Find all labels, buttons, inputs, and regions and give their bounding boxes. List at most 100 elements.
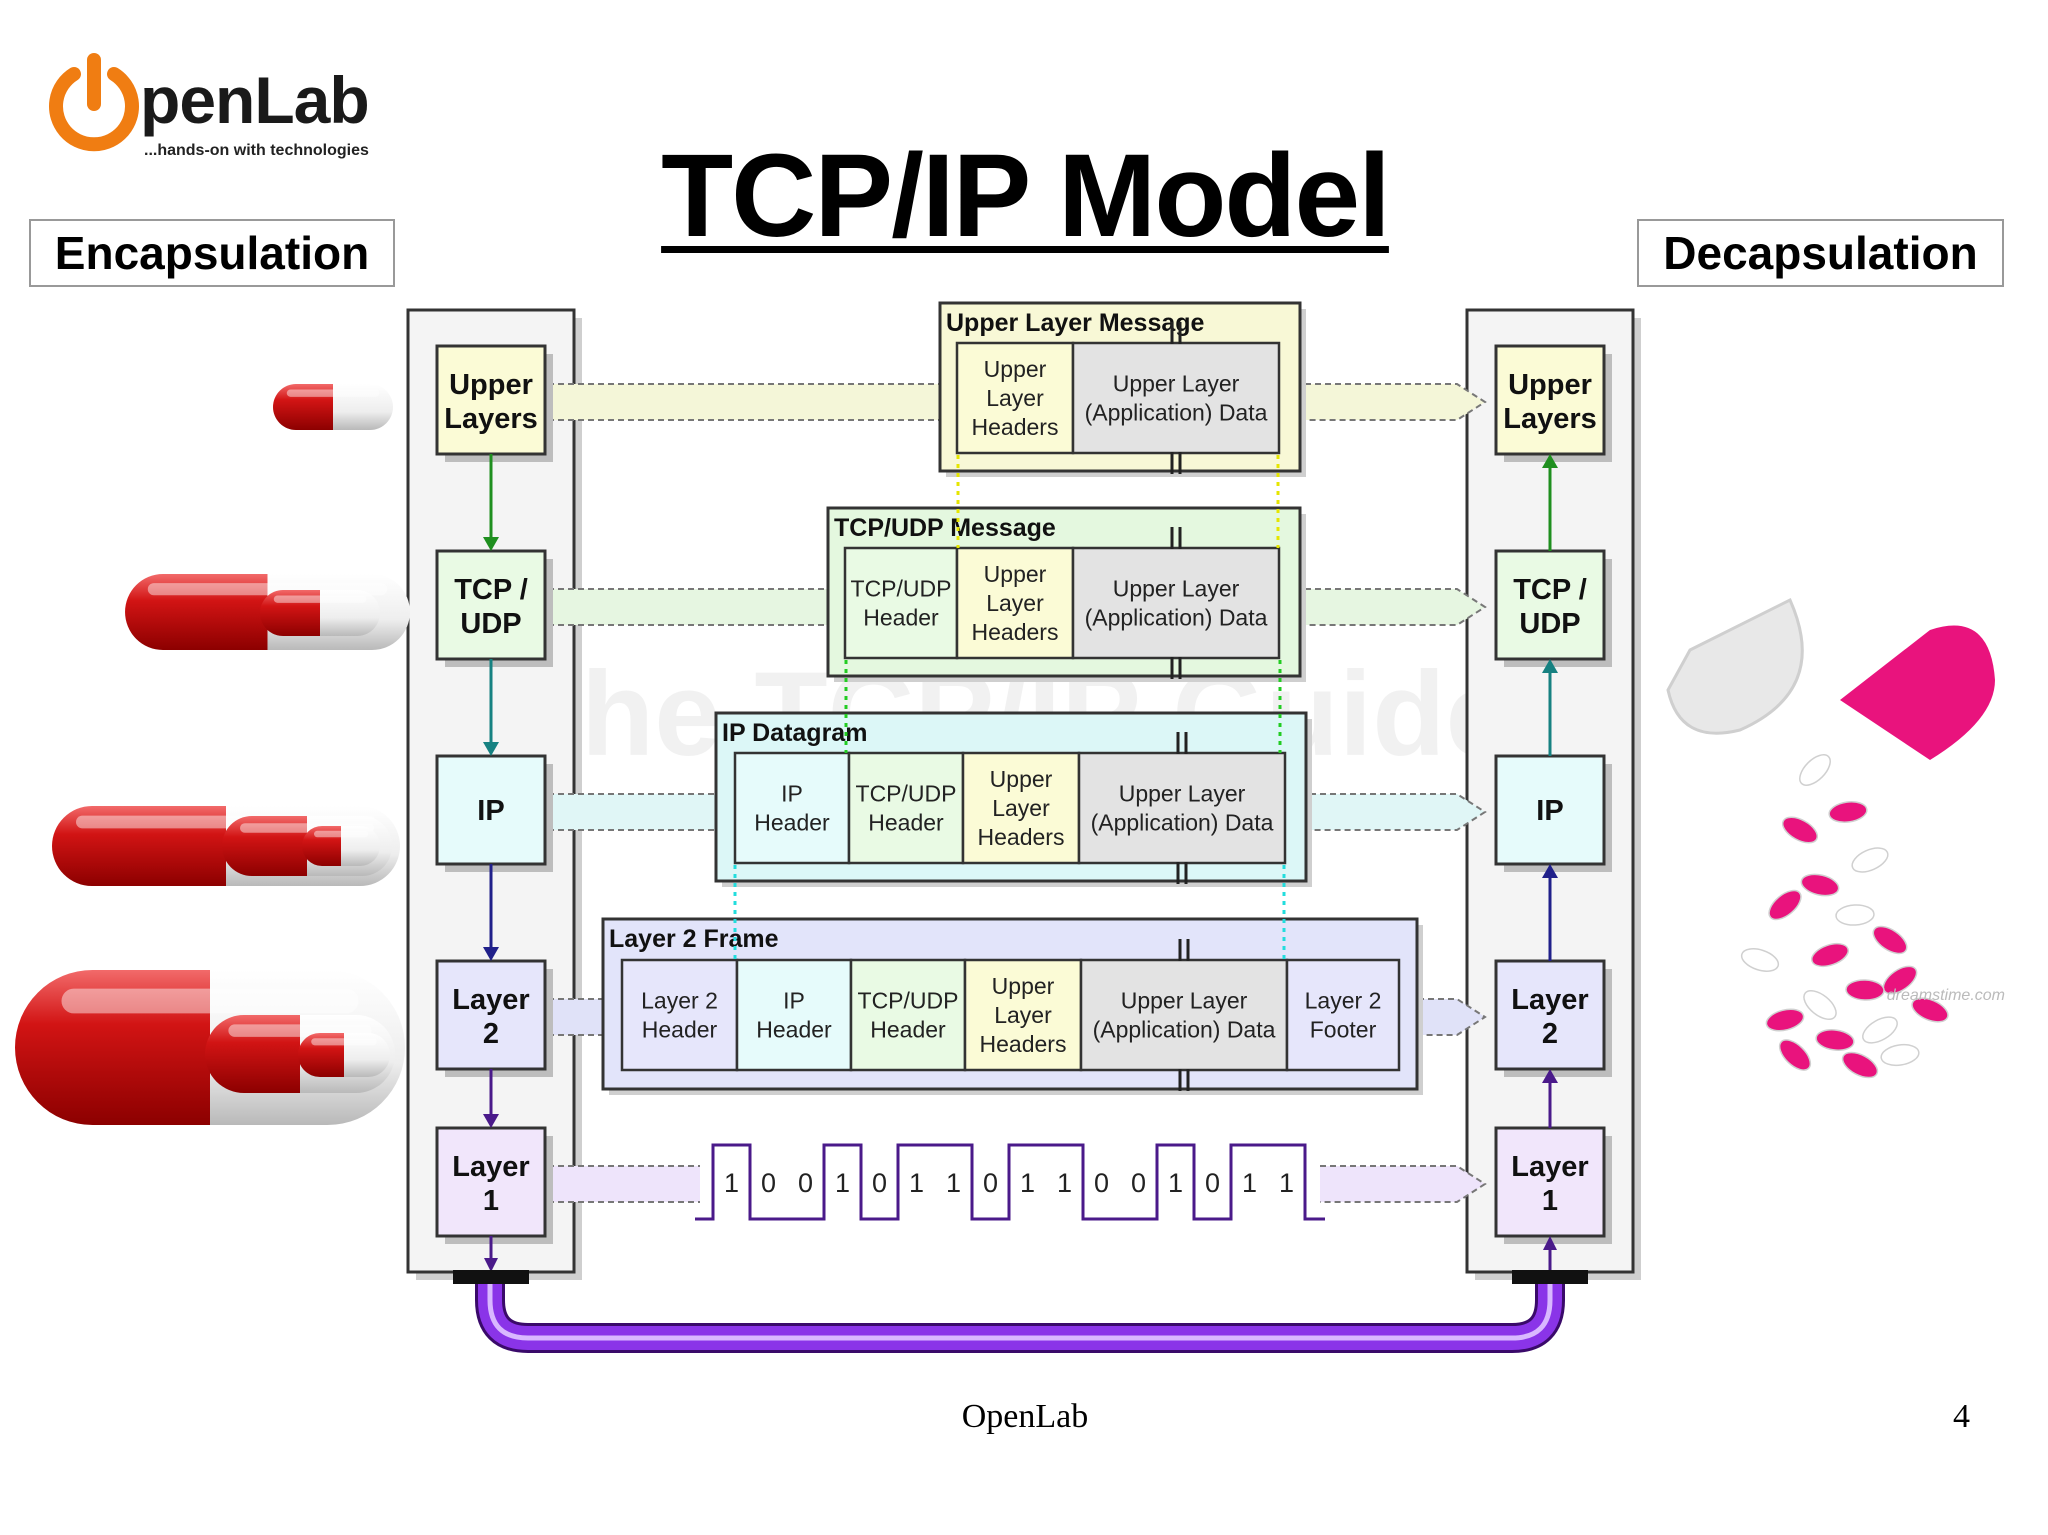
msg-l2-field-1 — [735, 958, 853, 1072]
band-right-3 — [1418, 999, 1485, 1035]
msg-l2-field-2-line-1: Header — [870, 1017, 946, 1043]
msg-ip-field-2-line-0: Upper — [990, 766, 1053, 792]
msg-tcp-field-2-line-0: Upper Layer — [1113, 576, 1240, 602]
right-layer-l2-label: Layer — [1511, 984, 1588, 1016]
msg-tcp-field-0-line-1: Header — [863, 605, 939, 631]
bit-5: 1 — [909, 1168, 924, 1198]
pill-l2-core-red-half — [298, 1033, 344, 1077]
logo-word: penLab — [140, 63, 370, 137]
cable-connector-right — [1512, 1270, 1588, 1284]
bit-0: 1 — [724, 1168, 739, 1198]
right-layer-l1-box — [1494, 1126, 1606, 1238]
bit-11: 0 — [1131, 1168, 1146, 1198]
cable — [478, 1276, 1562, 1350]
msg-l2-field-1-line-1: Header — [756, 1017, 832, 1043]
msg-l2-field-2-line-0: TCP/UDP — [858, 988, 959, 1014]
pill-tcp-inner-white-half — [320, 590, 380, 636]
msg-ip-field-1 — [847, 751, 965, 865]
left-layer-l2-box — [435, 959, 547, 1071]
left-layer-l2-label: Layer — [452, 984, 529, 1016]
capsule-magenta-shell — [1840, 625, 1995, 760]
band-right-4 — [1320, 1166, 1485, 1202]
granule-14 — [1911, 997, 1949, 1023]
encapsulation-label: Encapsulation — [29, 219, 395, 287]
right-layer-l2-box — [1494, 959, 1606, 1071]
granule-2 — [1781, 816, 1819, 844]
left-down-arrowhead-1 — [483, 742, 499, 756]
right-up-arrowhead-0 — [1542, 454, 1558, 468]
bit-7: 0 — [983, 1168, 998, 1198]
bit-8: 1 — [1020, 1168, 1035, 1198]
granule-9 — [1740, 948, 1780, 972]
band-right-arrow-0 — [1305, 383, 1487, 421]
right-up-arrowhead-3 — [1542, 1069, 1558, 1083]
power-icon — [49, 53, 139, 152]
logo-tagline: ...hands-on with technologies — [144, 142, 369, 159]
msg-l2-field-0 — [620, 958, 739, 1072]
msg-ip-field-1-line-1: Header — [868, 810, 944, 836]
left-down-arrowhead-3 — [483, 1114, 499, 1128]
bit-14: 1 — [1242, 1168, 1257, 1198]
bit-2: 0 — [798, 1168, 813, 1198]
left-layer-tcp-label2: UDP — [460, 608, 521, 640]
pill-upper-gloss — [286, 389, 380, 397]
msg-l2-field-4-line-1: (Application) Data — [1093, 1017, 1276, 1043]
page-number: 4 — [1953, 1398, 1970, 1435]
msg-tcp-field-0 — [843, 546, 959, 660]
msg-upper-field-1-line-0: Upper Layer — [1113, 371, 1240, 397]
msg-upper-field-0-line-2: Headers — [972, 414, 1059, 440]
msg-tcp-field-1-line-0: Upper — [984, 561, 1047, 587]
right-layer-l1-label: Layer — [1511, 1151, 1588, 1183]
msg-l2-field-3 — [963, 958, 1083, 1072]
right-layer-l1-label2: 1 — [1542, 1185, 1558, 1217]
granule-11 — [1845, 979, 1885, 1001]
msg-tcp-field-0-line-0: TCP/UDP — [851, 576, 952, 602]
granule-12 — [1803, 989, 1837, 1021]
pill-upper-red-half — [273, 384, 333, 430]
left-layer-ip-label: IP — [477, 795, 504, 827]
right-layer-upper-box — [1494, 344, 1606, 456]
bit-4: 0 — [872, 1168, 887, 1198]
msg-upper-field-0 — [955, 341, 1075, 455]
capsule-white-shell — [1666, 597, 1804, 735]
band-right-arrow-2 — [1310, 793, 1487, 831]
left-down-arrowhead-2 — [483, 947, 499, 961]
pill-l2-core-white-half — [344, 1033, 390, 1077]
band-right-arrow-4 — [1320, 1165, 1487, 1203]
msg-ip-field-0 — [733, 751, 851, 865]
msg-upper-title: Upper Layer Message — [946, 309, 1205, 337]
msg-l2-field-3-line-2: Headers — [980, 1031, 1067, 1057]
granule-1 — [1828, 801, 1868, 823]
pill-ip-core-white-half — [341, 826, 380, 866]
bit-15: 1 — [1279, 1168, 1294, 1198]
pill-upper — [273, 384, 393, 430]
bit-waveform — [695, 1143, 1325, 1221]
left-down-arrowhead-cable — [484, 1258, 498, 1272]
pill-tcp-inner — [260, 590, 380, 636]
bit-13: 0 — [1205, 1168, 1220, 1198]
pill-ip-inner-red-half — [222, 816, 307, 876]
right-layer-upper-label2: Layers — [1503, 403, 1597, 435]
band-left-1 — [548, 589, 828, 625]
bit-6: 1 — [946, 1168, 961, 1198]
pill-l2-core — [298, 1033, 390, 1077]
msg-ip-title: IP Datagram — [722, 719, 867, 747]
pill-ip-red-half — [52, 806, 226, 886]
bit-12: 1 — [1168, 1168, 1183, 1198]
left-layer-upper-label2: Layers — [444, 403, 538, 435]
left-layer-l1-label: Layer — [452, 1151, 529, 1183]
bit-10: 0 — [1094, 1168, 1109, 1198]
msg-tcp-field-2-line-1: (Application) Data — [1085, 605, 1268, 631]
granule-19 — [1841, 1051, 1879, 1079]
pill-tcp-inner-red-half — [260, 590, 320, 636]
msg-tcp-field-1-line-2: Headers — [972, 619, 1059, 645]
band-left-3 — [548, 999, 603, 1035]
band-right-arrow-3 — [1418, 998, 1487, 1036]
granule-7 — [1872, 925, 1908, 955]
msg-ip-field-2-line-1: Layer — [992, 795, 1050, 821]
msg-ip-field-1-line-0: TCP/UDP — [856, 781, 957, 807]
granule-17 — [1778, 1039, 1812, 1071]
left-down-arrowhead-0 — [483, 537, 499, 551]
msg-ip-field-2 — [961, 751, 1081, 865]
